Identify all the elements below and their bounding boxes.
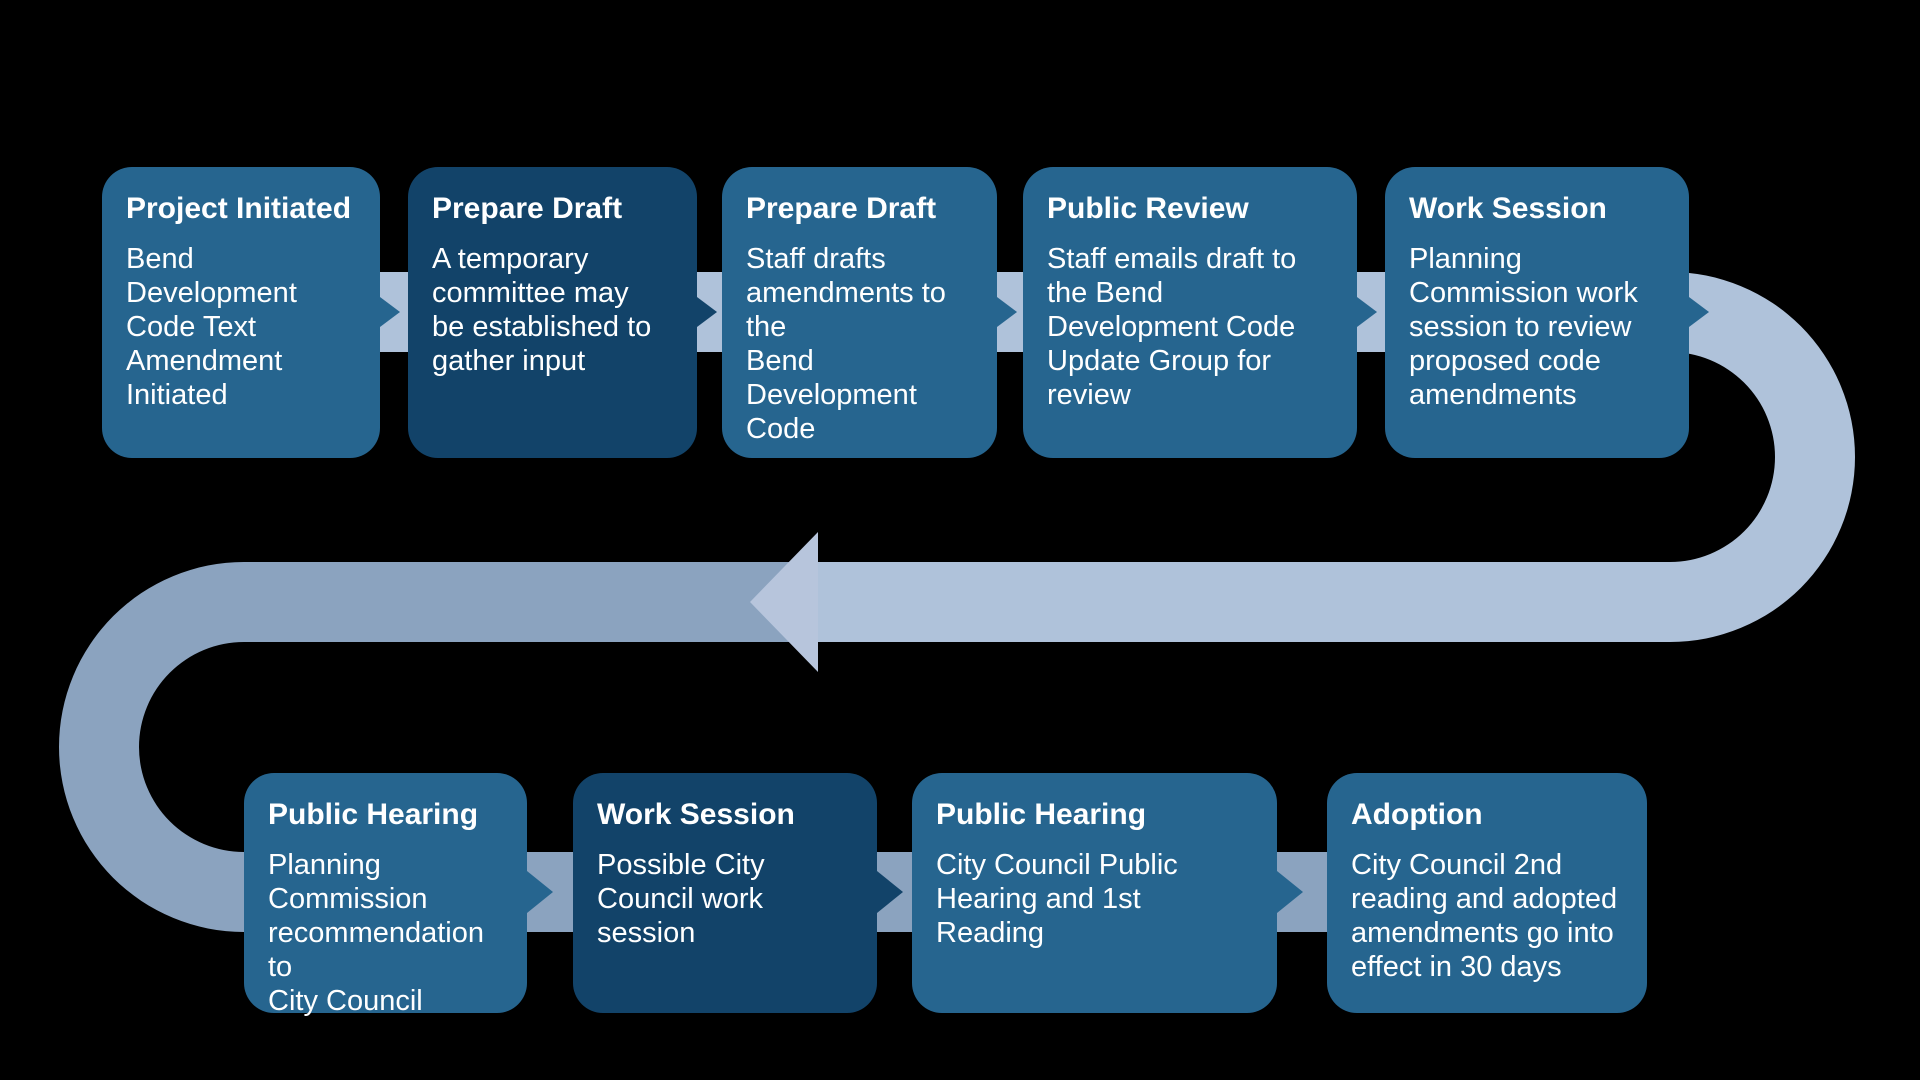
step-description: City Council Public Hearing and 1st Read… [936,849,1178,949]
step-public-review: Public Review Staff emails draft to the … [1023,167,1357,458]
step-title: Work Session [1409,192,1607,225]
chevron-right-icon [697,297,717,327]
step-title: Prepare Draft [432,192,623,225]
chevron-right-icon [877,871,903,913]
chevron-right-icon [1689,297,1709,327]
chevron-right-icon [1357,297,1377,327]
step-description: A temporary committee may be established… [432,243,652,377]
step-description: Possible City Council work session [597,849,765,949]
step-description: City Council 2nd reading and adopted ame… [1351,849,1618,983]
step-title: Project Initiated [126,192,352,225]
return-arrowhead-icon [750,532,818,672]
step-title: Prepare Draft [746,192,937,225]
step-prepare-draft-staff: Prepare Draft Staff drafts amendments to… [722,167,997,458]
chevron-right-icon [1277,871,1303,913]
step-work-session-cc: Work Session Possible City Council work … [573,773,877,1013]
step-title: Public Hearing [936,798,1147,831]
chevron-right-icon [527,871,553,913]
step-work-session-pc: Work Session Planning Commission work se… [1385,167,1689,458]
step-adoption: Adoption City Council 2nd reading and ad… [1327,773,1647,1013]
chevron-right-icon [380,297,400,327]
step-description: Planning Commission work session to revi… [1409,243,1638,411]
u-turn-band-right [818,272,1855,642]
step-title: Work Session [597,798,795,831]
step-description: Staff drafts amendments to the Bend Deve… [746,243,946,445]
step-title: Public Hearing [268,798,479,831]
step-title: Adoption [1351,798,1483,831]
step-description: Bend Development Code Text Amendment Ini… [126,243,297,411]
step-prepare-draft-committee: Prepare Draft A temporary committee may … [408,167,697,458]
step-description: Staff emails draft to the Bend Developme… [1047,243,1297,411]
chevron-right-icon [997,297,1017,327]
step-project-initiated: Project Initiated Bend Development Code … [102,167,380,458]
step-public-hearing-pc: Public Hearing Planning Commission recom… [244,773,527,1017]
step-description: Planning Commission recommendation to Ci… [268,849,484,1017]
step-public-hearing-cc: Public Hearing City Council Public Heari… [912,773,1277,1013]
step-title: Public Review [1047,192,1249,225]
